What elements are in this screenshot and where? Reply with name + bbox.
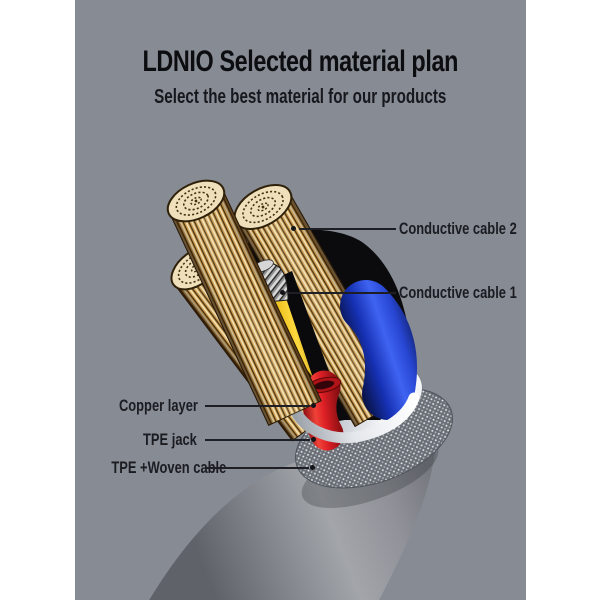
red-wire xyxy=(303,370,344,451)
shadow-gap xyxy=(279,271,333,390)
strand-bundle-top-left xyxy=(166,179,322,426)
leader-dot-conductive-cable-2 xyxy=(291,226,296,231)
callout-label: Copper layer xyxy=(119,396,198,415)
leader-line-copper-layer xyxy=(205,405,310,407)
page-subtitle: Select the best material for our product… xyxy=(154,86,447,108)
leader-line-conductive-cable-2 xyxy=(299,228,396,230)
leader-dot-conductive-cable-1 xyxy=(280,290,285,295)
leader-line-tpe-jack xyxy=(205,439,310,441)
leader-dot-tpe-woven-cable xyxy=(310,465,315,470)
leader-dot-tpe-jack xyxy=(311,437,316,442)
callout-tpe-woven-cable: TPE +Woven cable xyxy=(75,459,226,477)
jack-front-lip xyxy=(286,392,420,444)
leader-line-tpe-woven-cable xyxy=(205,467,309,469)
blue-wire xyxy=(340,280,417,420)
callout-label: TPE +Woven cable xyxy=(111,458,227,477)
callout-label: Conductive cable 2 xyxy=(399,219,517,238)
callout-tpe-jack: TPE jack xyxy=(75,431,197,449)
callout-conductive-cable-2: Conductive cable 2 xyxy=(399,220,554,238)
callout-copper-layer: Copper layer xyxy=(75,397,198,415)
red-wire-core xyxy=(313,380,335,390)
callout-conductive-cable-1: Conductive cable 1 xyxy=(399,284,554,302)
leader-dot-copper-layer xyxy=(311,403,316,408)
leader-line-conductive-cable-1 xyxy=(288,292,396,294)
strand-bundle-right xyxy=(233,184,408,428)
callout-label: TPE jack xyxy=(143,430,197,449)
callout-label: Conductive cable 1 xyxy=(399,283,517,302)
page-title: LDNIO Selected material plan xyxy=(142,45,459,78)
